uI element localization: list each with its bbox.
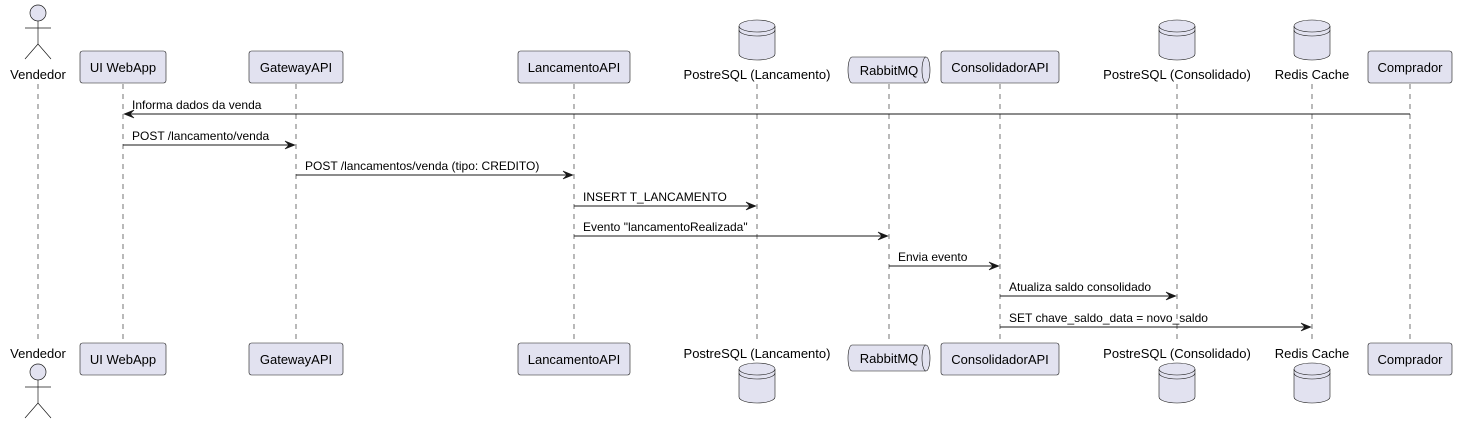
participant-consolidador-bottom: ConsolidadorAPI bbox=[940, 342, 1060, 376]
message-label: SET chave_saldo_data = novo_saldo bbox=[1009, 311, 1208, 325]
queue-icon bbox=[847, 56, 931, 84]
participant-ui-top: UI WebApp bbox=[79, 50, 167, 84]
database-icon bbox=[1158, 19, 1196, 61]
participant-pg_cons-top: PostreSQL (Consolidado) bbox=[1103, 19, 1251, 82]
participant-redis-top: Redis Cache bbox=[1275, 19, 1349, 82]
message-6: Envia evento bbox=[889, 250, 1000, 271]
participant-label: ConsolidadorAPI bbox=[951, 352, 1049, 367]
participant-label: LancamentoAPI bbox=[528, 352, 621, 367]
participant-comprador-top: Comprador bbox=[1367, 50, 1453, 84]
message-5: Evento "lancamentoRealizada" bbox=[574, 220, 889, 241]
participant-pg_lanc-top: PostreSQL (Lancamento) bbox=[684, 19, 831, 82]
arrowhead-icon bbox=[877, 231, 889, 241]
database-icon bbox=[738, 362, 776, 404]
participant-box bbox=[1367, 50, 1453, 84]
message-2: POST /lancamento/venda bbox=[123, 129, 296, 150]
queue-icon bbox=[847, 344, 931, 372]
arrowhead-icon bbox=[562, 170, 574, 180]
participant-box bbox=[248, 342, 344, 376]
database-icon bbox=[1293, 19, 1331, 61]
participant-label: Redis Cache bbox=[1275, 67, 1349, 82]
participant-lancamento-top: LancamentoAPI bbox=[517, 50, 631, 84]
participant-gateway-bottom: GatewayAPI bbox=[248, 342, 344, 376]
participant-box bbox=[248, 50, 344, 84]
participant-box bbox=[940, 342, 1060, 376]
participant-vendedor-top: Vendedor bbox=[10, 4, 66, 82]
message-label: Atualiza saldo consolidado bbox=[1009, 280, 1151, 294]
participant-comprador-bottom: Comprador bbox=[1367, 342, 1453, 376]
participant-box bbox=[79, 342, 167, 376]
participant-label: Vendedor bbox=[10, 67, 66, 82]
participant-redis-bottom: Redis Cache bbox=[1275, 346, 1349, 404]
participant-lancamento-bottom: LancamentoAPI bbox=[517, 342, 631, 376]
participant-consolidador-top: ConsolidadorAPI bbox=[940, 50, 1060, 84]
participant-box bbox=[1367, 342, 1453, 376]
participant-label: UI WebApp bbox=[90, 60, 156, 75]
participant-label: PostreSQL (Lancamento) bbox=[684, 346, 831, 361]
participant-label: RabbitMQ bbox=[860, 351, 919, 366]
lifelines bbox=[37, 84, 1411, 342]
participant-box bbox=[517, 50, 631, 84]
message-label: INSERT T_LANCAMENTO bbox=[583, 190, 727, 204]
participant-label: UI WebApp bbox=[90, 352, 156, 367]
participant-ui-bottom: UI WebApp bbox=[79, 342, 167, 376]
participant-label: Comprador bbox=[1377, 60, 1443, 75]
arrowhead-icon bbox=[284, 140, 296, 150]
message-7: Atualiza saldo consolidado bbox=[1000, 280, 1177, 301]
participant-label: GatewayAPI bbox=[260, 60, 332, 75]
participant-label: Vendedor bbox=[10, 346, 66, 361]
participant-rabbit-top: RabbitMQ bbox=[847, 56, 931, 84]
database-icon bbox=[1158, 362, 1196, 404]
arrowhead-icon bbox=[745, 201, 757, 211]
message-label: Informa dados da venda bbox=[132, 98, 262, 112]
participant-label: Comprador bbox=[1377, 352, 1443, 367]
participant-vendedor-bottom: Vendedor bbox=[10, 346, 66, 419]
participant-label: RabbitMQ bbox=[860, 63, 919, 78]
participant-label: PostreSQL (Consolidado) bbox=[1103, 67, 1251, 82]
participant-label: Redis Cache bbox=[1275, 346, 1349, 361]
database-icon bbox=[738, 19, 776, 61]
message-1: Informa dados da venda bbox=[123, 98, 1410, 119]
message-8: SET chave_saldo_data = novo_saldo bbox=[1000, 311, 1312, 332]
participant-box bbox=[79, 50, 167, 84]
participant-pg_cons-bottom: PostreSQL (Consolidado) bbox=[1103, 346, 1251, 404]
participant-box bbox=[517, 342, 631, 376]
message-label: POST /lancamentos/venda (tipo: CREDITO) bbox=[305, 159, 539, 173]
participant-label: PostreSQL (Lancamento) bbox=[684, 67, 831, 82]
participant-label: GatewayAPI bbox=[260, 352, 332, 367]
arrowhead-icon bbox=[123, 109, 135, 119]
actor-icon bbox=[24, 4, 52, 60]
participant-label: ConsolidadorAPI bbox=[951, 60, 1049, 75]
message-label: POST /lancamento/venda bbox=[132, 129, 270, 143]
participant-gateway-top: GatewayAPI bbox=[248, 50, 344, 84]
participant-rabbit-bottom: RabbitMQ bbox=[847, 344, 931, 372]
actor-icon bbox=[24, 363, 52, 419]
message-label: Evento "lancamentoRealizada" bbox=[583, 220, 748, 234]
arrowhead-icon bbox=[988, 261, 1000, 271]
participant-label: LancamentoAPI bbox=[528, 60, 621, 75]
participant-box bbox=[940, 50, 1060, 84]
arrowhead-icon bbox=[1300, 322, 1312, 332]
message-3: POST /lancamentos/venda (tipo: CREDITO) bbox=[296, 159, 574, 180]
message-label: Envia evento bbox=[898, 250, 968, 264]
arrowhead-icon bbox=[1165, 291, 1177, 301]
message-4: INSERT T_LANCAMENTO bbox=[574, 190, 757, 211]
participant-label: PostreSQL (Consolidado) bbox=[1103, 346, 1251, 361]
participant-pg_lanc-bottom: PostreSQL (Lancamento) bbox=[684, 346, 831, 404]
database-icon bbox=[1293, 362, 1331, 404]
